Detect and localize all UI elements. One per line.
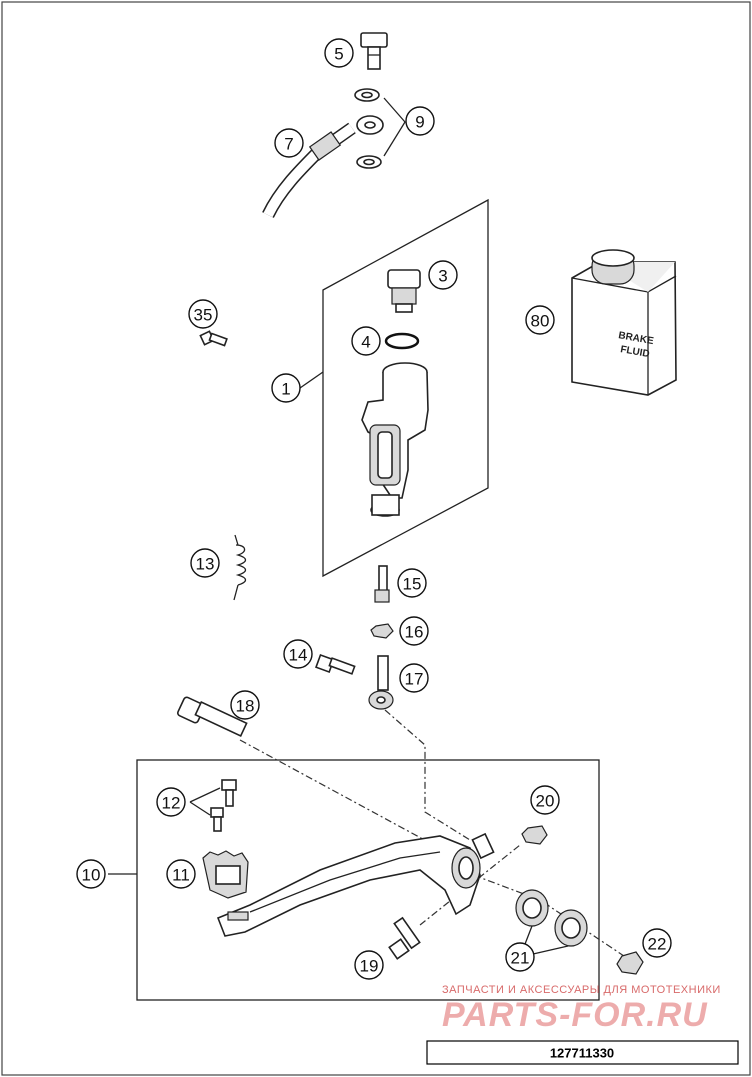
callout-80: 80 [525,305,555,335]
callout-13: 13 [190,548,220,578]
watermark-brand: PARTS-FOR.RU [442,996,708,1034]
brake-hose-part [262,115,384,218]
pivot-bolt-part [176,696,248,737]
callout-label: 14 [289,646,308,665]
callout-1: 1 [271,373,301,403]
callout-label: 21 [511,949,530,968]
reference-number: 127711330 [550,1046,614,1061]
callout-10: 10 [76,859,106,889]
callout-label: 5 [334,45,343,64]
callout-label: 3 [438,267,447,286]
callout-21: 21 [505,942,535,972]
reference-number-box [426,1040,739,1065]
clevis-bolt-part [315,653,356,675]
callout-11: 11 [166,859,196,889]
callout-label: 20 [536,792,555,811]
callout-16: 16 [399,616,429,646]
sealing-washers-part [354,88,382,169]
master-cylinder-group-frame [322,198,489,578]
callout-7: 7 [274,128,304,158]
callout-18: 18 [230,690,260,720]
callout-22: 22 [642,928,672,958]
callout-20: 20 [530,785,560,815]
banjo-bolt-part [360,32,388,70]
watermark-tagline: ЗАПЧАСТИ И АКСЕССУАРЫ ДЛЯ МОТОТЕХНИКИ [442,984,721,996]
pedal-pivot-bolt-part [388,916,421,960]
callout-3: 3 [428,260,458,290]
callout-label: 7 [284,135,293,154]
callout-17: 17 [399,663,429,693]
callout-15: 15 [397,568,427,598]
callout-label: 22 [648,935,667,954]
leader-lines [108,97,569,958]
o-ring-part [384,332,420,350]
master-cylinder-part [361,362,429,517]
bleeder-screw-part [199,330,228,347]
callout-5: 5 [324,38,354,68]
callout-label: 11 [172,866,190,885]
nut-part [370,623,394,639]
callout-9: 9 [405,106,435,136]
push-rod-part [374,565,390,603]
callout-label: 19 [360,957,379,976]
reservoir-fitting-part [387,269,421,313]
pivot-nut-part [521,825,548,845]
bearings-part [515,889,588,947]
callout-19: 19 [354,950,384,980]
callout-label: 35 [194,306,213,325]
return-spring-part [233,534,247,601]
clevis-part [368,655,394,710]
callout-label: 1 [281,380,290,399]
callout-label: 10 [82,866,101,885]
callout-label: 16 [405,623,424,642]
callout-label: 80 [531,312,550,331]
callout-label: 9 [415,113,424,132]
callout-labels: 5 9 7 3 80 35 4 1 13 15 16 14 17 18 12 20 10 11 21 22 19 [76,38,672,980]
fluid-label-line2: FLUID [619,344,650,360]
callout-label: 15 [403,575,422,594]
callout-12: 12 [156,787,186,817]
brake-pedal-part [216,832,495,937]
callout-label: 18 [236,697,255,716]
callout-label: 13 [196,555,215,574]
callout-label: 4 [361,333,370,352]
callout-4: 4 [351,326,381,356]
pedal-bolts-part [210,779,237,832]
callout-label: 17 [405,670,424,689]
callout-label: 12 [162,794,181,813]
collar-nut-part [616,951,644,975]
pedal-step-part [202,850,249,899]
brake-fluid-bottle-part: BRAKE FLUID [571,249,677,396]
brake-pedal-group-frame [136,759,600,1001]
callout-35: 35 [188,299,218,329]
callout-14: 14 [283,639,313,669]
